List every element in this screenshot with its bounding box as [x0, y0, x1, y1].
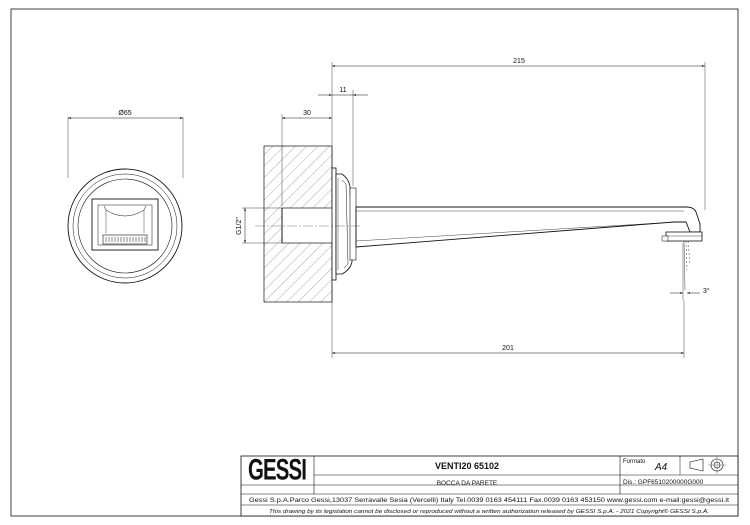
angle-label: 3° [703, 287, 710, 295]
projection-symbol-icon [689, 456, 726, 474]
spout-outlet [665, 231, 703, 242]
water-flow [683, 240, 691, 291]
drawing-number: Dis.: GPF6510200000G000 [623, 479, 704, 486]
format-value: A4 [654, 462, 668, 473]
rosette-diameter-label: Ø65 [118, 110, 131, 117]
pipe-connection [281, 207, 335, 244]
rosette-depth-label: 11 [339, 87, 346, 94]
side-view [255, 145, 703, 303]
company-info: Gessi S.p.A.Parco Gessi,13037 Serravalle… [249, 498, 729, 504]
gessi-logo: GESSI [248, 454, 307, 487]
thread-label: G1/2" [236, 217, 243, 235]
drawing-frame [10, 8, 739, 517]
aerator-outlet [102, 234, 148, 245]
front-view: Ø65 [67, 110, 184, 284]
product-name: VENTI20 65102 [435, 461, 499, 471]
svg-text:GESSI: GESSI [248, 454, 306, 487]
title-block: GESSI VENTI20 65102 BOCCA DA PARETE Form… [240, 454, 739, 517]
total-length-label: 215 [513, 58, 525, 65]
product-description: BOCCA DA PARETE [437, 480, 498, 487]
format-label: Formato [623, 459, 646, 465]
spout-body [355, 206, 701, 248]
disclaimer: This drawing by its legislation cannot b… [269, 508, 709, 515]
rosette-profile [331, 167, 357, 281]
rosette-outer-ring [67, 168, 183, 284]
wall-depth-label: 30 [303, 110, 311, 117]
spout-square-face [91, 198, 159, 251]
spout-length-label: 201 [502, 345, 514, 352]
dimension-lines [242, 62, 706, 358]
